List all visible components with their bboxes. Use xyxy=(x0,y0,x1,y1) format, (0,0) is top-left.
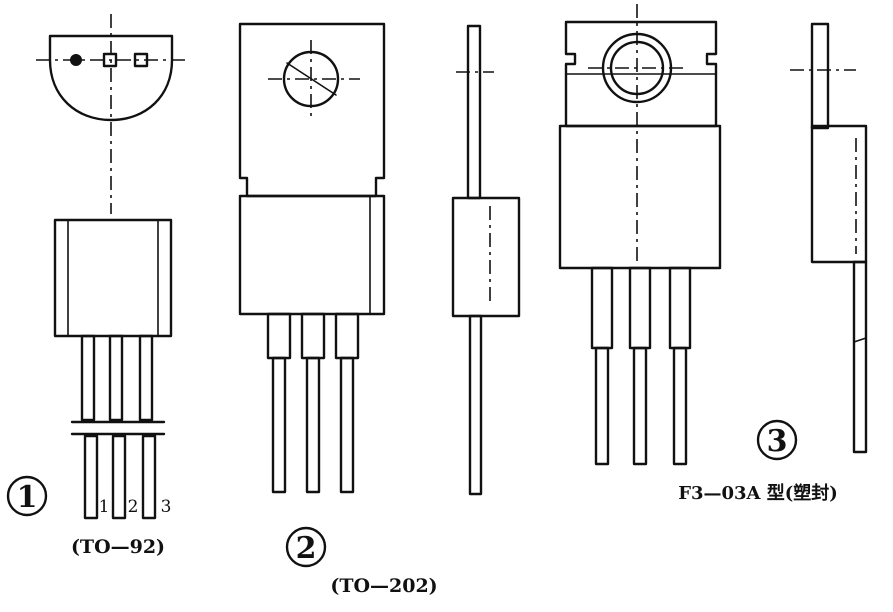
f3-package-name: F3—03A 型(塑封) xyxy=(678,482,838,504)
to202-number-circle xyxy=(285,526,327,568)
to202-package: 2 (TO—202) xyxy=(238,22,521,597)
to202-front-tab xyxy=(238,22,386,198)
f3-front-body xyxy=(558,124,722,270)
to92-package-number: 1 xyxy=(17,480,38,515)
to92-number-circle xyxy=(6,475,48,517)
to92-leads xyxy=(70,334,166,520)
to92-pin-dot-2 xyxy=(102,52,118,68)
f3-package: 3 F3—03A 型(塑封) xyxy=(558,4,868,504)
to92-pin-label-3: 3 xyxy=(161,497,172,517)
to202-leads xyxy=(266,312,360,494)
to92-pin-dot-3 xyxy=(133,52,149,68)
to92-front-body xyxy=(53,218,173,338)
to202-package-number: 2 xyxy=(296,531,317,566)
to202-front-body xyxy=(238,194,386,316)
f3-number-circle xyxy=(756,419,798,461)
to202-package-name: (TO—202) xyxy=(330,575,437,597)
to92-package: 1 1 2 3 (TO—92) xyxy=(6,14,186,558)
to92-package-name: (TO—92) xyxy=(71,536,165,558)
to92-pin-label-2: 2 xyxy=(128,497,139,517)
to92-pin-label-1: 1 xyxy=(99,497,110,517)
to92-top-view xyxy=(48,34,174,122)
to202-side-view xyxy=(451,24,521,496)
f3-leads xyxy=(590,266,692,466)
to92-pin-dot-1 xyxy=(70,54,82,66)
f3-package-number: 3 xyxy=(767,424,788,459)
f3-side-view xyxy=(790,22,868,454)
